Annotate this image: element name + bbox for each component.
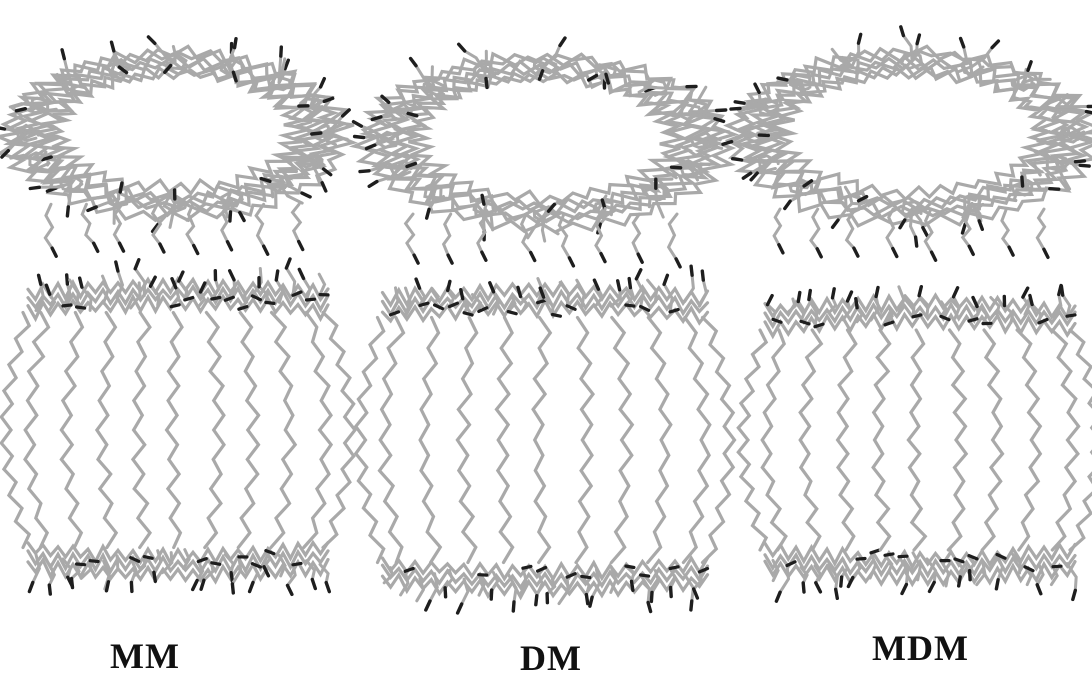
- mm-side-view: [0, 257, 358, 597]
- panel-label-mdm: MDM: [872, 628, 969, 668]
- panel-label-dm: DM: [520, 638, 582, 678]
- panel-label-mm: MM: [110, 636, 180, 676]
- mdm-top-view: [721, 25, 1092, 262]
- dm-side-view: [353, 264, 737, 615]
- dm-top-view: [348, 36, 740, 269]
- mm-top-view: [0, 35, 359, 258]
- mdm-side-view: [736, 283, 1092, 603]
